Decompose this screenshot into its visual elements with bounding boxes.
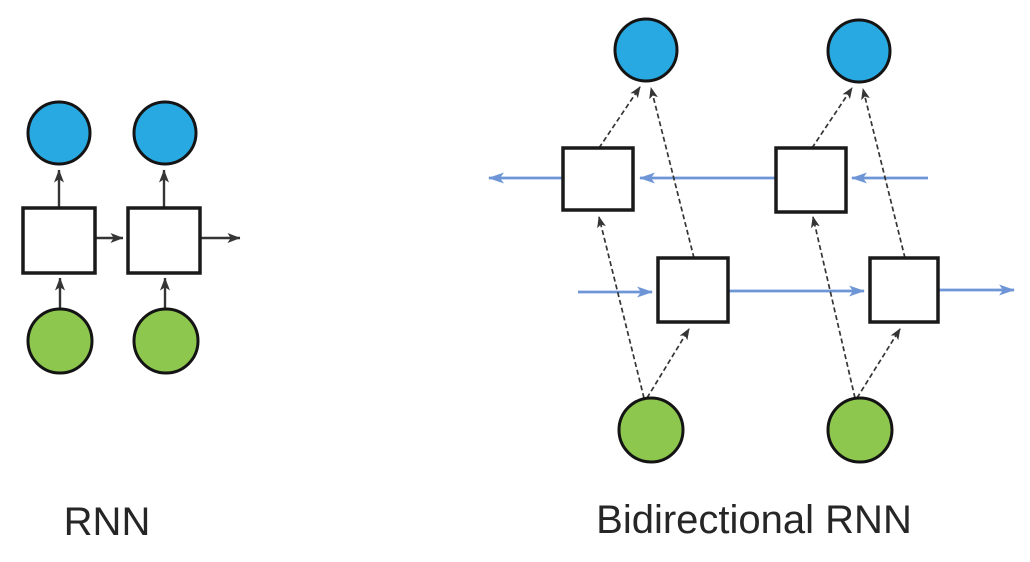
rnn-output-node-2 bbox=[132, 100, 198, 166]
birnn-backward-unit-2 bbox=[774, 146, 848, 214]
caption-rnn: RNN bbox=[63, 500, 151, 544]
blue-arrows-layer bbox=[488, 172, 1015, 298]
rnn-hidden-unit-2 bbox=[126, 206, 202, 275]
birnn-input-node-2 bbox=[826, 396, 894, 464]
rnn-input-node-2 bbox=[132, 307, 200, 375]
birnn-output-node-1 bbox=[613, 17, 679, 83]
birnn-output-node-2 bbox=[826, 18, 892, 84]
birnn-input-node-1 bbox=[617, 396, 685, 464]
rnn-hidden-unit-1 bbox=[21, 206, 97, 275]
birnn-forward2-to-output2 bbox=[861, 88, 906, 259]
birnn-backward2-to-output2 bbox=[811, 87, 853, 149]
rnn-input-node-1 bbox=[26, 307, 94, 375]
birnn-input2-to-backward2 bbox=[810, 216, 856, 399]
birnn-input1-to-backward1 bbox=[597, 216, 645, 399]
birnn-forward-unit-1 bbox=[656, 256, 730, 324]
caption-bidirectional-rnn: Bidirectional RNN bbox=[596, 498, 912, 542]
birnn-input1-to-forward1 bbox=[646, 328, 690, 399]
black-arrows-layer bbox=[54, 86, 906, 399]
birnn-backward-unit-1 bbox=[561, 146, 635, 212]
birnn-backward1-to-output1 bbox=[598, 86, 641, 149]
birnn-forward-unit-2 bbox=[868, 256, 940, 324]
birnn-forward1-to-output1 bbox=[649, 87, 695, 259]
rnn-output-node-1 bbox=[26, 100, 92, 166]
nodes-layer bbox=[21, 17, 940, 464]
birnn-input2-to-forward2 bbox=[856, 328, 901, 399]
